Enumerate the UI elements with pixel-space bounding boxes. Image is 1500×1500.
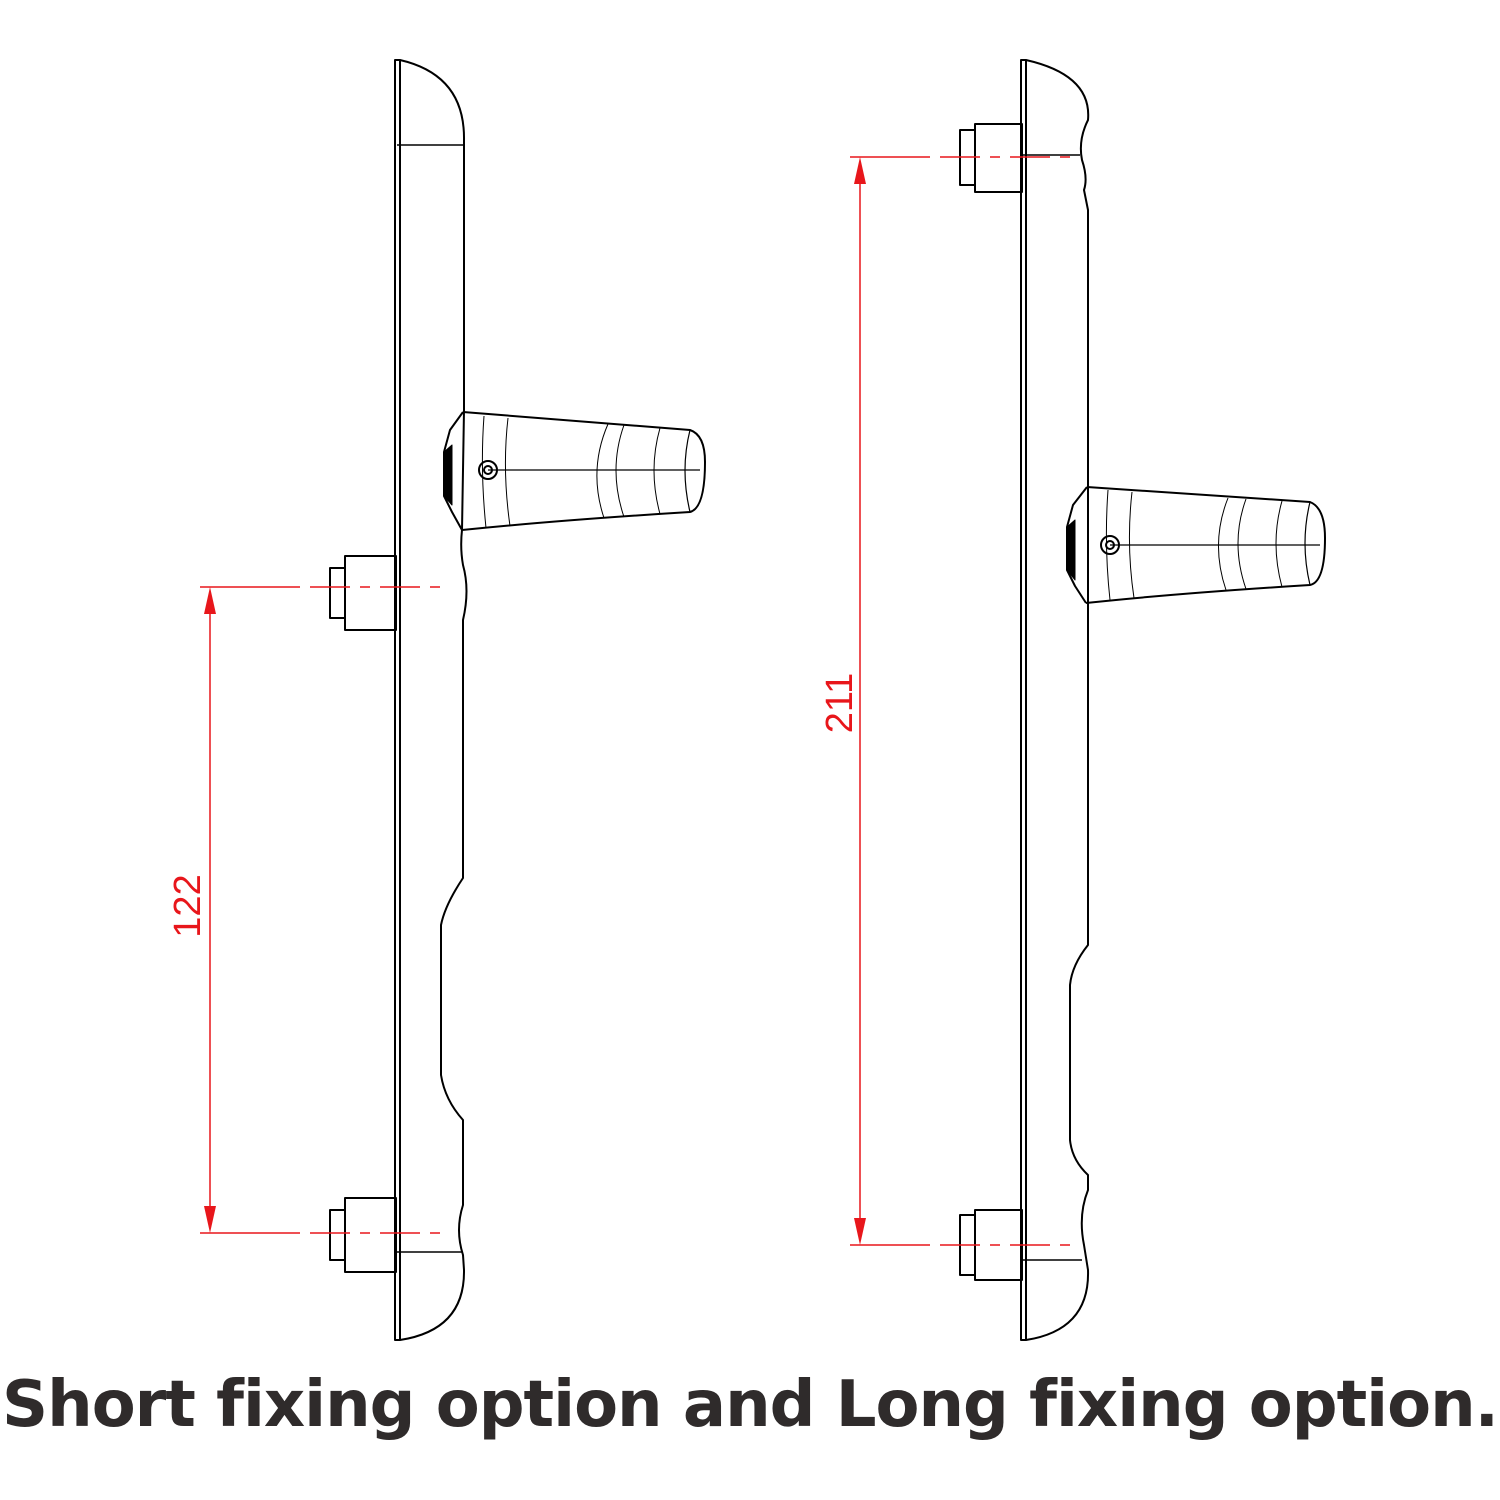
fixing-bolt-bottom (329, 1197, 397, 1273)
short-dimension (200, 586, 440, 1234)
dimension-label-long: 211 (819, 673, 861, 734)
lever-handle-long (1066, 486, 1326, 604)
short-fixing-diagram (329, 59, 706, 1341)
fixing-bolt-top (329, 555, 397, 631)
backplate-outline-long (1020, 59, 1090, 1341)
backplate-outline (394, 59, 468, 1341)
dimension-label-short: 122 (167, 874, 209, 937)
long-dimension (850, 156, 1075, 1246)
caption: Short fixing option and Long fixing opti… (2, 1368, 1499, 1442)
lever-handle (443, 411, 706, 531)
fixing-bolt-top-long (959, 123, 1023, 193)
long-fixing-diagram (959, 59, 1326, 1341)
